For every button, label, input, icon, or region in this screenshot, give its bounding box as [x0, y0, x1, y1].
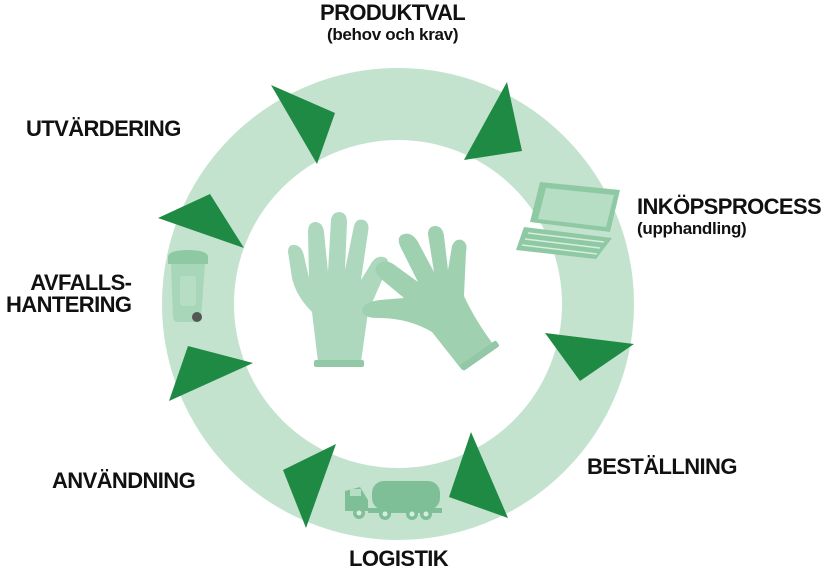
stage-label-avfallshantering: AVFALLS- HANTERING: [6, 270, 132, 318]
stage-title-produktval: PRODUKTVAL: [320, 0, 466, 25]
stage-title-avfall-line1: AVFALLS-: [30, 270, 132, 295]
stage-title-avfall-line2: HANTERING: [6, 292, 132, 318]
arrow-anvandning-to-avfall: [169, 346, 253, 401]
stage-label-bestallning: BESTÄLLNING: [587, 454, 737, 479]
waste-bin-icon: [168, 250, 208, 322]
stage-label-produktval: PRODUKTVAL (behov och krav): [320, 0, 466, 45]
stage-subtitle-inkopsprocess: (upphandling): [637, 219, 747, 239]
stage-label-anvandning: ANVÄNDNING: [52, 468, 196, 493]
arrow-bestallning-to-logistik: [449, 432, 508, 518]
stage-title-inkopsprocess: INKÖPSPROCESS: [637, 194, 822, 219]
stage-label-inkopsprocess: INKÖPSPROCESS (upphandling): [637, 194, 822, 239]
stage-subtitle-produktval: (behov och krav): [326, 25, 459, 45]
stage-label-utvardering: UTVÄRDERING: [26, 116, 181, 141]
stage-label-logistik: LOGISTIK: [349, 546, 449, 571]
arrow-inkop-to-bestallning: [545, 333, 634, 381]
arrow-produktval-to-inkop: [464, 82, 522, 160]
laptop-icon: [516, 182, 620, 259]
gloves-icon: [288, 212, 499, 371]
arrow-utvardering-to-produktval: [271, 85, 335, 164]
truck-icon: [345, 481, 442, 520]
arrow-avfall-to-utvardering: [158, 194, 244, 248]
arrow-logistik-to-anvandning: [283, 444, 336, 528]
